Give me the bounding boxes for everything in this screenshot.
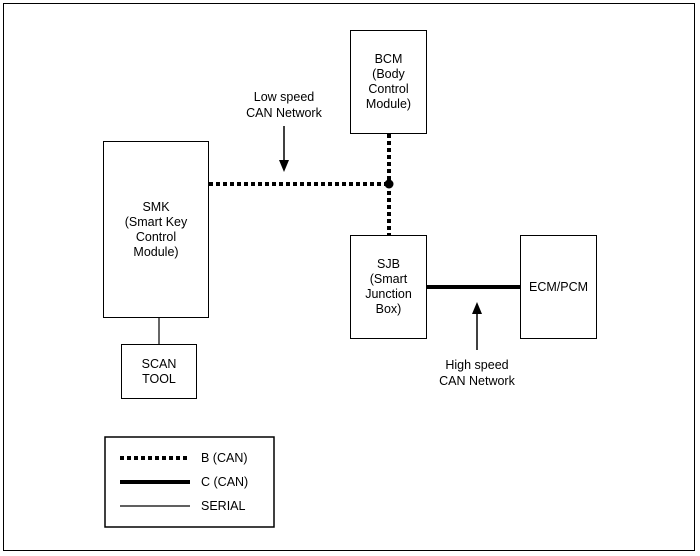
low-speed-arrow-head [279, 160, 289, 172]
ecm-pcm-box: ECM/PCM [520, 235, 597, 339]
legend-box [104, 436, 275, 528]
bcm-label: BCM (Body Control Module) [365, 52, 412, 111]
legend-b-can-label: B (CAN) [201, 451, 248, 465]
legend-serial-label: SERIAL [201, 499, 246, 513]
smk-label: SMK (Smart Key Control Module) [124, 199, 188, 259]
sjb-label: SJB (Smart Junction Box) [365, 257, 412, 316]
legend-c-can-label: C (CAN) [201, 475, 249, 489]
bcm-box: BCM (Body Control Module) [350, 30, 427, 134]
ecm-pcm-label: ECM/PCM [528, 279, 589, 294]
low-speed-can-label: Low speed CAN Network [246, 90, 322, 120]
high-speed-can-label: High speed CAN Network [439, 358, 515, 388]
diagram-frame [3, 3, 695, 551]
scan-tool-box: SCAN TOOL [121, 344, 197, 399]
scan-tool-label: SCAN TOOL [141, 356, 177, 386]
smk-box: SMK (Smart Key Control Module) [103, 141, 209, 318]
can-junction-dot [384, 179, 394, 189]
sjb-box: SJB (Smart Junction Box) [350, 235, 427, 339]
high-speed-arrow-head [472, 302, 482, 314]
